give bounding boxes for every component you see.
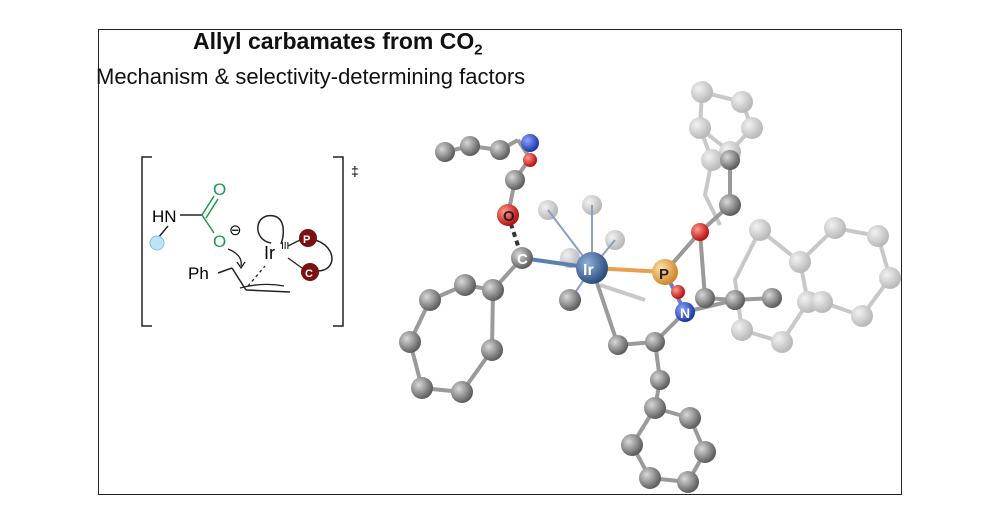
nitrogen-label: N <box>680 305 690 321</box>
ir-c-bond <box>287 257 303 269</box>
figure-frame <box>98 29 902 495</box>
ir-label: Ir <box>264 243 275 263</box>
oxygen-label: O <box>503 208 515 225</box>
main-atoms <box>399 134 782 493</box>
o-bottom-label: O <box>213 232 226 251</box>
c-o-double-bond-2 <box>205 198 219 219</box>
right-bracket <box>333 156 344 327</box>
c-ligand-ball <box>301 263 319 281</box>
dagger-label: ‡ <box>351 163 359 179</box>
main-bonds <box>407 138 773 485</box>
c-o-single-bond <box>201 214 215 234</box>
left-bracket <box>141 156 152 327</box>
title-text: Allyl carbamates from CO <box>193 28 475 54</box>
phosphorus-label: P <box>659 266 669 283</box>
ir-ring-left <box>257 215 285 245</box>
o-top-label: O <box>213 180 226 199</box>
faded-atoms <box>538 81 901 353</box>
carbon-atom <box>511 247 533 269</box>
iridium-atom <box>576 252 608 284</box>
figure-title: Allyl carbamates from CO2 <box>193 28 483 59</box>
phosphorus-atom <box>652 259 678 285</box>
ir-oxidation-label: III <box>281 241 289 252</box>
p-ligand-label: P <box>303 234 310 246</box>
allyl-pi-bond <box>239 283 285 289</box>
nitrogen-atom <box>675 302 695 322</box>
carbon-label: C <box>517 251 528 268</box>
title-subscript: 2 <box>474 41 483 59</box>
c-o-double-bond-1 <box>201 195 215 216</box>
p-c-chelate <box>314 239 333 272</box>
ph-allyl-bond <box>217 267 233 274</box>
minus-charge: ⊖ <box>229 222 242 239</box>
ir-allyl-dashed <box>247 265 266 287</box>
allyl-bond-1 <box>231 267 247 291</box>
substituent-ball <box>149 235 165 251</box>
p-ligand-ball <box>299 229 317 247</box>
nitrogen-atom-top <box>521 134 539 152</box>
arrow-head <box>236 261 246 270</box>
ir-p-bond <box>287 239 301 247</box>
allyl-bond-2 <box>245 289 291 293</box>
ph-label: Ph <box>188 264 209 283</box>
figure-subtitle: Mechanism & selectivity-determining fact… <box>96 64 526 89</box>
c-ligand-label: C <box>305 268 313 280</box>
iridium-label: Ir <box>583 262 594 279</box>
hn-label: HN <box>152 207 177 226</box>
electron-arrow <box>227 248 242 267</box>
oxygen-atom <box>497 204 519 226</box>
